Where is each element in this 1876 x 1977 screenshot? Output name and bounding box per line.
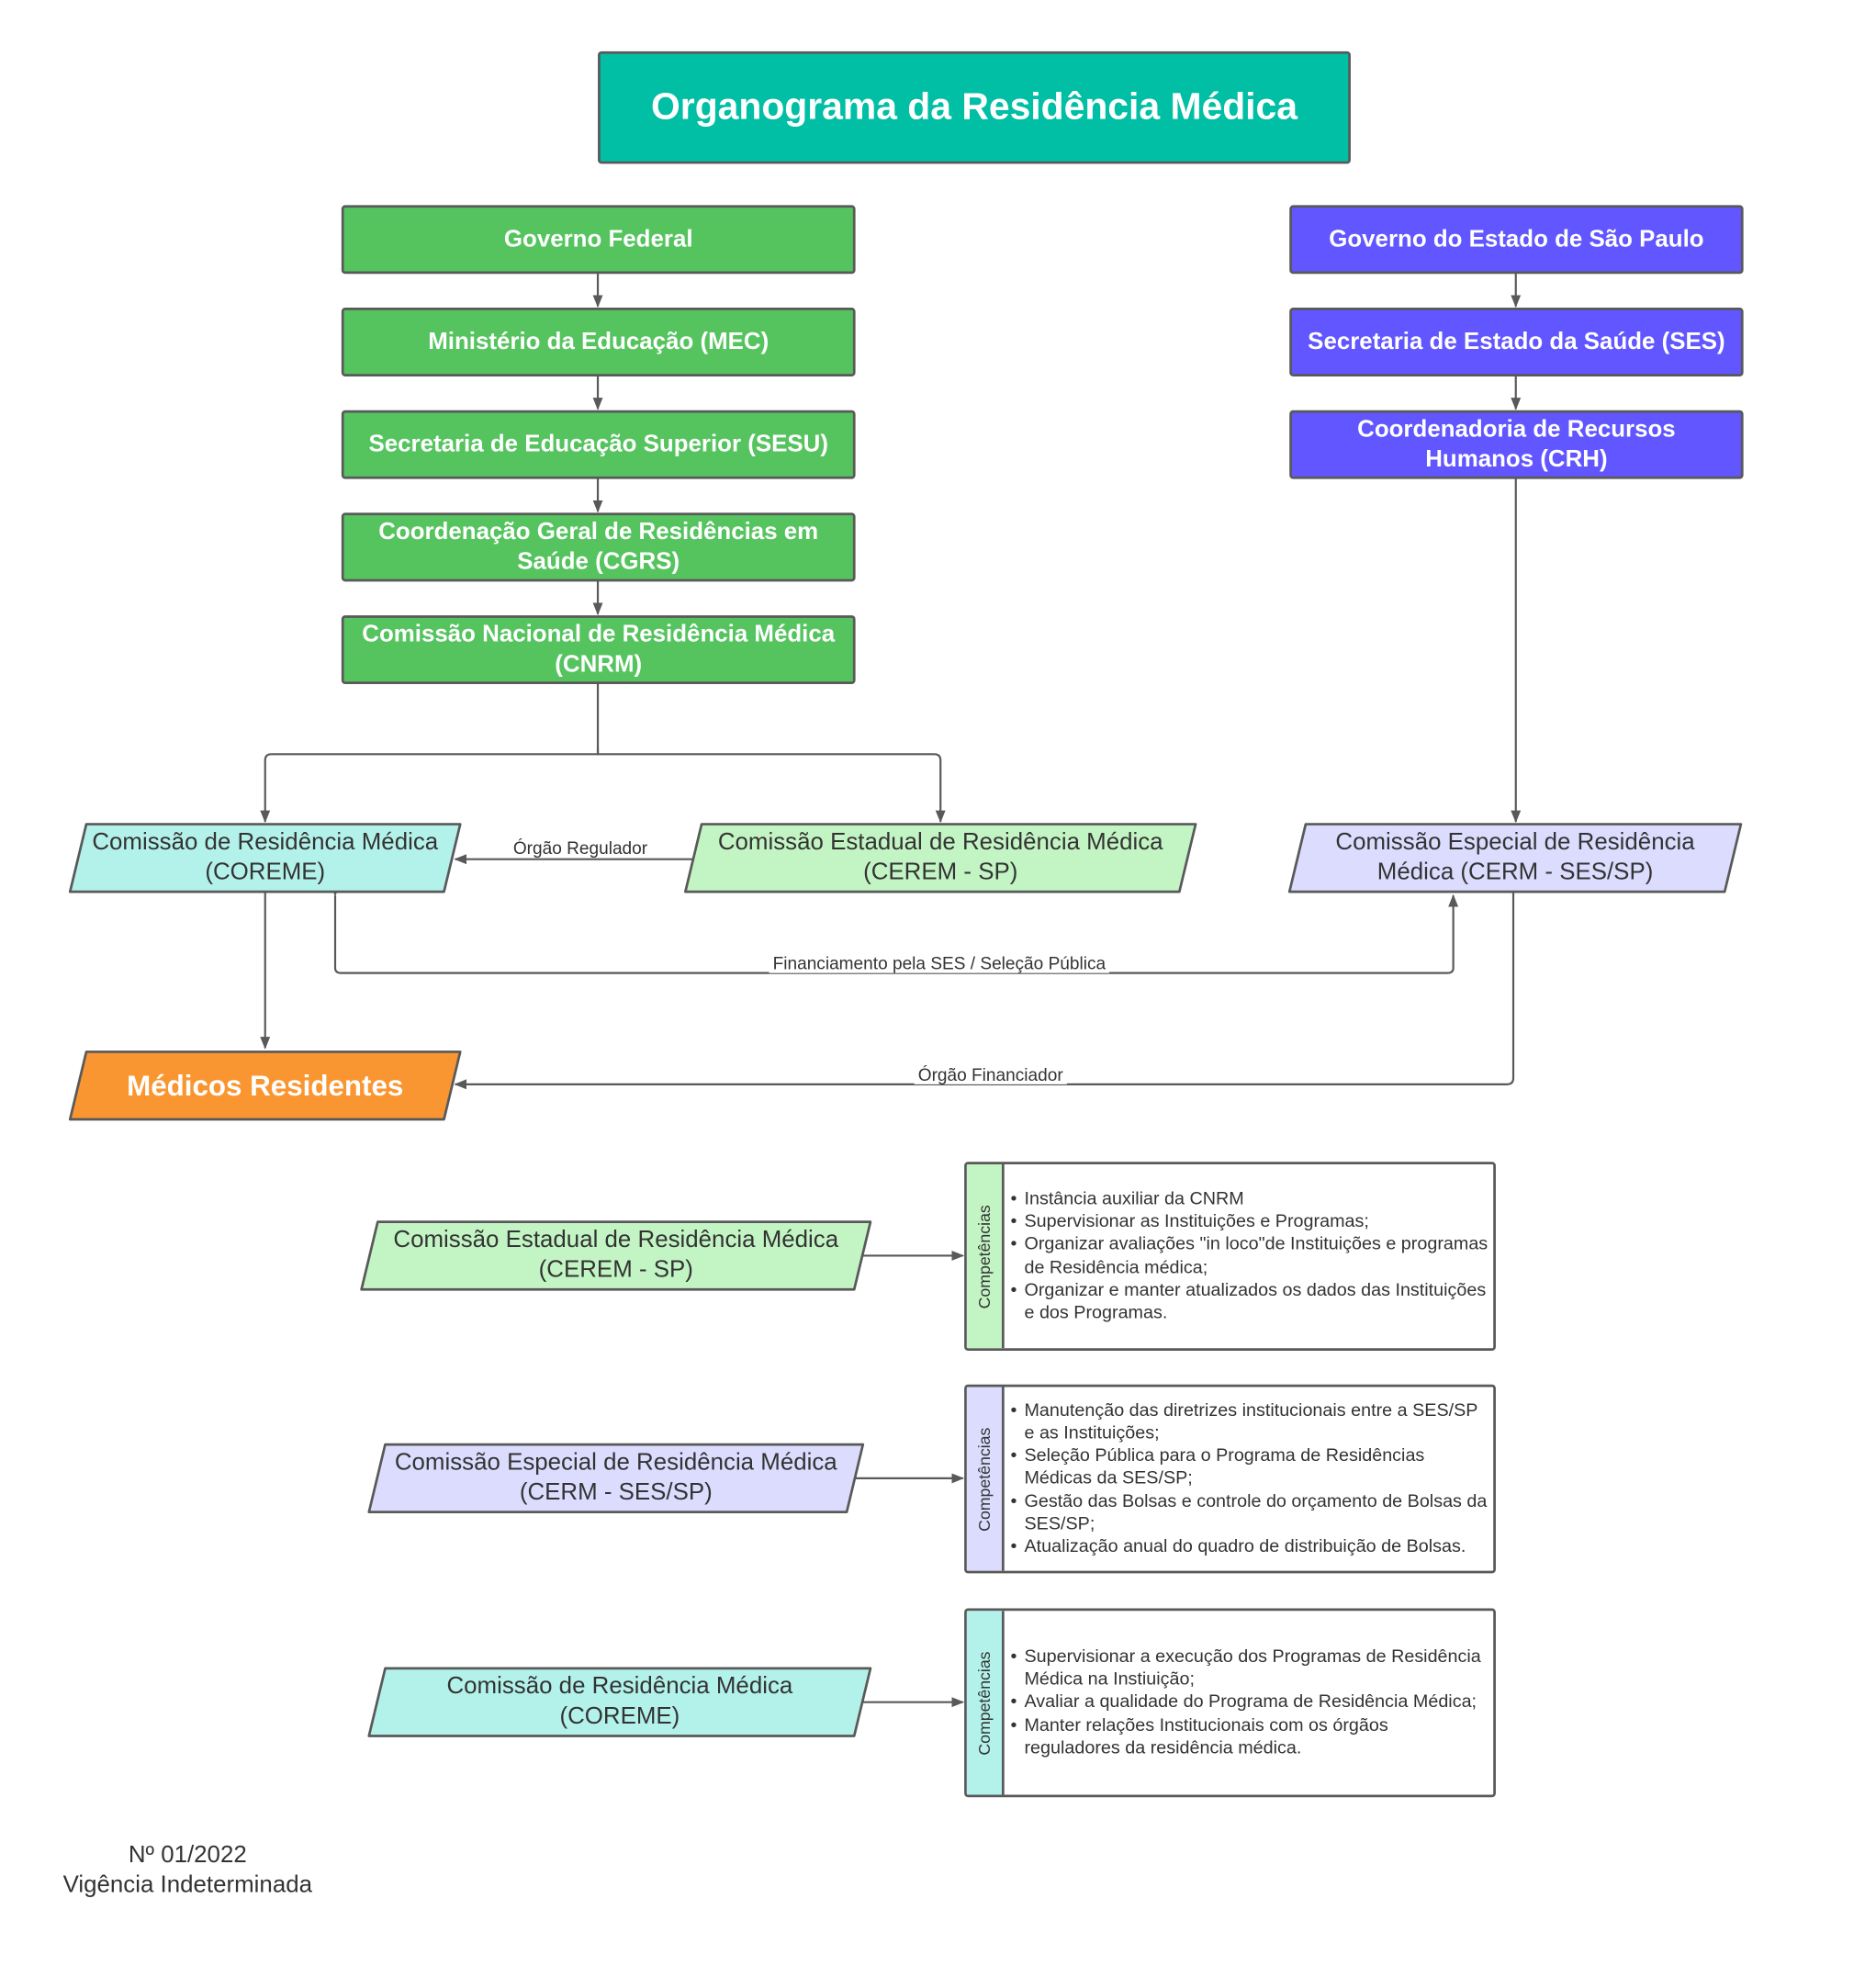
connector-cnrm-coreme xyxy=(260,682,600,824)
node-cerem: Comissão Estadual de Residência Médica (… xyxy=(684,823,1197,893)
competencias-tab-label: Competências xyxy=(974,1650,994,1755)
node-cerem-label: Comissão Estadual de Residência Médica (… xyxy=(717,829,1163,886)
node-coreme: Comissão de Residência Médica (COREME) xyxy=(68,823,462,893)
node-cnrm: Comissão Nacional de Residência Médica (… xyxy=(341,615,856,685)
edge-label-regulador: Órgão Regulador xyxy=(509,837,652,859)
competencias-tab-label: Competências xyxy=(974,1426,994,1532)
competencia-item: Avaliar a qualidade do Programa de Resid… xyxy=(1006,1691,1488,1714)
node-governo-federal: Governo Federal xyxy=(341,205,856,275)
diagram-title: Organograma da Residência Médica xyxy=(598,51,1351,164)
node-governo-sp: Governo do Estado de São Paulo xyxy=(1289,205,1744,275)
node-coreme-label: Comissão de Residência Médica (COREME) xyxy=(92,829,439,886)
competencia-item: Atualização anual do quadro de distribui… xyxy=(1006,1536,1488,1559)
edge-label-financiamento: Financiamento pela SES / Seleção Pública xyxy=(769,952,1110,973)
competencia-item: Manter relações Institucionais com os ór… xyxy=(1006,1714,1488,1760)
node-crh: Coordenadoria de Recursos Humanos (CRH) xyxy=(1289,410,1744,479)
competencia-item: Seleção Pública para o Programa de Resid… xyxy=(1006,1444,1488,1490)
node-medicos-residentes: Médicos Residentes xyxy=(68,1050,462,1121)
node-sesu: Secretaria de Educação Superior (SESU) xyxy=(341,410,856,479)
competencias-panel-cerem: Competências Instância auxiliar da CNRM … xyxy=(964,1162,1496,1351)
competencias-source-coreme-label: Comissão de Residência Médica (COREME) xyxy=(446,1673,793,1730)
competencias-source-cerem-label: Comissão Estadual de Residência Médica (… xyxy=(393,1227,839,1284)
competencias-source-cerem: Comissão Estadual de Residência Médica (… xyxy=(360,1220,872,1291)
connector-cerm-residentes xyxy=(454,893,1515,1090)
competencias-tab-label: Competências xyxy=(974,1204,994,1309)
competencia-item: Supervisionar as Instituições e Programa… xyxy=(1006,1211,1488,1234)
competencia-item: Gestão das Bolsas e controle do orçament… xyxy=(1006,1490,1488,1536)
edge-label-financiador: Órgão Financiador xyxy=(914,1064,1067,1084)
competencia-item: Manutenção das diretrizes institucionais… xyxy=(1006,1399,1488,1445)
competencias-source-coreme: Comissão de Residência Médica (COREME) xyxy=(367,1667,872,1737)
competencias-source-cerm-label: Comissão Especial de Residência Médica (… xyxy=(394,1449,837,1506)
connector-financiamento xyxy=(330,883,1459,974)
node-ses: Secretaria de Estado da Saúde (SES) xyxy=(1289,308,1744,376)
footer-number: Nº 01/2022 xyxy=(128,1842,247,1869)
competencia-item: Supervisionar a execução dos Programas d… xyxy=(1006,1646,1488,1691)
competencias-tab-coreme: Competências xyxy=(966,1611,1005,1795)
node-cerm-label: Comissão Especial de Residência Médica (… xyxy=(1335,829,1695,886)
competencias-tab-cerem: Competências xyxy=(966,1164,1005,1349)
node-medicos-residentes-label: Médicos Residentes xyxy=(127,1069,404,1102)
node-cerm: Comissão Especial de Residência Médica (… xyxy=(1287,823,1743,893)
node-mec: Ministério da Educação (MEC) xyxy=(341,308,856,376)
competencias-source-cerm: Comissão Especial de Residência Médica (… xyxy=(367,1443,865,1514)
footer-document-info: Nº 01/2022 Vigência Indeterminada xyxy=(38,1841,338,1901)
competencias-tab-cerm: Competências xyxy=(966,1387,1005,1571)
footer-validity: Vigência Indeterminada xyxy=(62,1871,313,1899)
node-cgrs: Coordenação Geral de Residências em Saúd… xyxy=(341,512,856,582)
competencias-panel-coreme: Competências Supervisionar a execução do… xyxy=(964,1608,1496,1798)
competencia-item: Instância auxiliar da CNRM xyxy=(1006,1188,1488,1211)
competencia-item: Organizar e manter atualizados os dados … xyxy=(1006,1279,1488,1325)
connector-cnrm-cerem xyxy=(596,747,946,824)
competencias-panel-cerm: Competências Manutenção das diretrizes i… xyxy=(964,1384,1496,1574)
competencia-item: Organizar avaliações "in loco"de Institu… xyxy=(1006,1233,1488,1279)
